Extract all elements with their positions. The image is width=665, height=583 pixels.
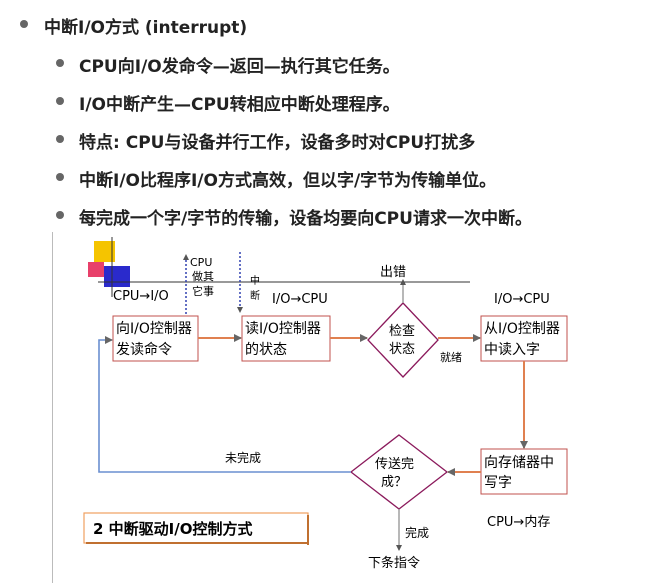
read-status-text-1: 读I/O控制器	[245, 320, 321, 337]
check-status-text-1: 检查	[389, 324, 415, 339]
bullet-dot-icon	[56, 59, 64, 67]
bullet-item-text: 特点: CPU与设备并行工作，设备多时对CPU打扰多	[79, 133, 476, 153]
cpu-other-label-2: 做其	[192, 269, 214, 283]
interrupt-label-1: 中	[250, 274, 260, 287]
bullet-item: CPU向I/O发命令—返回—执行其它任务。	[56, 52, 400, 77]
send-command-box	[112, 315, 199, 362]
cpu-other-label-3: 它事	[192, 284, 214, 298]
left-divider	[52, 232, 53, 583]
bullet-dot-icon	[56, 135, 64, 143]
bullet-main-text: 中断I/O方式 (interrupt)	[44, 18, 248, 38]
bullet-item: 特点: CPU与设备并行工作，设备多时对CPU打扰多	[56, 128, 476, 153]
bullet-main: 中断I/O方式 (interrupt)	[20, 13, 248, 38]
read-word-text-2: 中读入字	[484, 341, 540, 358]
read-status-text-2: 的状态	[245, 342, 287, 358]
bullet-item: 中断I/O比程序I/O方式高效，但以字/字节为传输单位。	[56, 166, 497, 191]
bullet-item-text: 中断I/O比程序I/O方式高效，但以字/字节为传输单位。	[79, 171, 497, 191]
check-status-diamond	[367, 302, 439, 378]
done-label: 完成	[405, 525, 429, 540]
cpu-other-label-1: CPU	[190, 256, 212, 269]
not-done-label: 未完成	[225, 450, 261, 465]
transfer-done-text-1: 传送完	[375, 457, 414, 472]
bullet-dot-icon	[20, 20, 28, 28]
logo-squares-icon	[88, 237, 140, 297]
bullet-item-text: 每完成一个字/字节的传输，设备均要向CPU请求一次中断。	[79, 209, 532, 229]
not-done-return-arrow	[98, 336, 351, 473]
send-command-text-2: 发读命令	[116, 341, 172, 358]
interrupt-label-2: 断	[250, 289, 260, 302]
caption-box	[83, 512, 309, 544]
ready-label: 就绪	[440, 350, 462, 364]
bullet-dot-icon	[56, 97, 64, 105]
send-command-text-1: 向I/O控制器	[116, 321, 192, 337]
io-to-cpu-label-1: I/O→CPU	[272, 292, 328, 307]
write-memory-text-2: 写字	[484, 475, 512, 491]
bullet-item-text: I/O中断产生—CPU转相应中断处理程序。	[79, 95, 400, 115]
transfer-done-diamond	[349, 434, 449, 510]
error-label: 出错	[380, 265, 406, 280]
bullet-item-text: CPU向I/O发命令—返回—执行其它任务。	[79, 57, 400, 77]
bullet-item: 每完成一个字/字节的传输，设备均要向CPU请求一次中断。	[56, 204, 532, 229]
cpu-to-memory-label: CPU→内存	[487, 514, 550, 530]
read-word-box	[480, 315, 568, 362]
bullet-item: I/O中断产生—CPU转相应中断处理程序。	[56, 90, 400, 115]
read-word-text-1: 从I/O控制器	[484, 321, 560, 337]
write-memory-text-1: 向存储器中	[484, 455, 554, 471]
cpu-to-io-label: CPU→I/O	[113, 289, 169, 304]
write-memory-box	[480, 448, 568, 495]
read-status-box	[241, 315, 331, 362]
io-to-cpu-label-2: I/O→CPU	[494, 292, 550, 307]
bullet-dot-icon	[56, 173, 64, 181]
transfer-done-text-2: 成？	[381, 475, 407, 490]
next-instruction-label: 下条指令	[368, 555, 420, 571]
caption-text: 2 中断驱动I/O控制方式	[93, 520, 252, 538]
flow-arrows	[198, 334, 528, 476]
bullet-dot-icon	[56, 211, 64, 219]
check-status-text-2: 状态	[389, 342, 415, 357]
